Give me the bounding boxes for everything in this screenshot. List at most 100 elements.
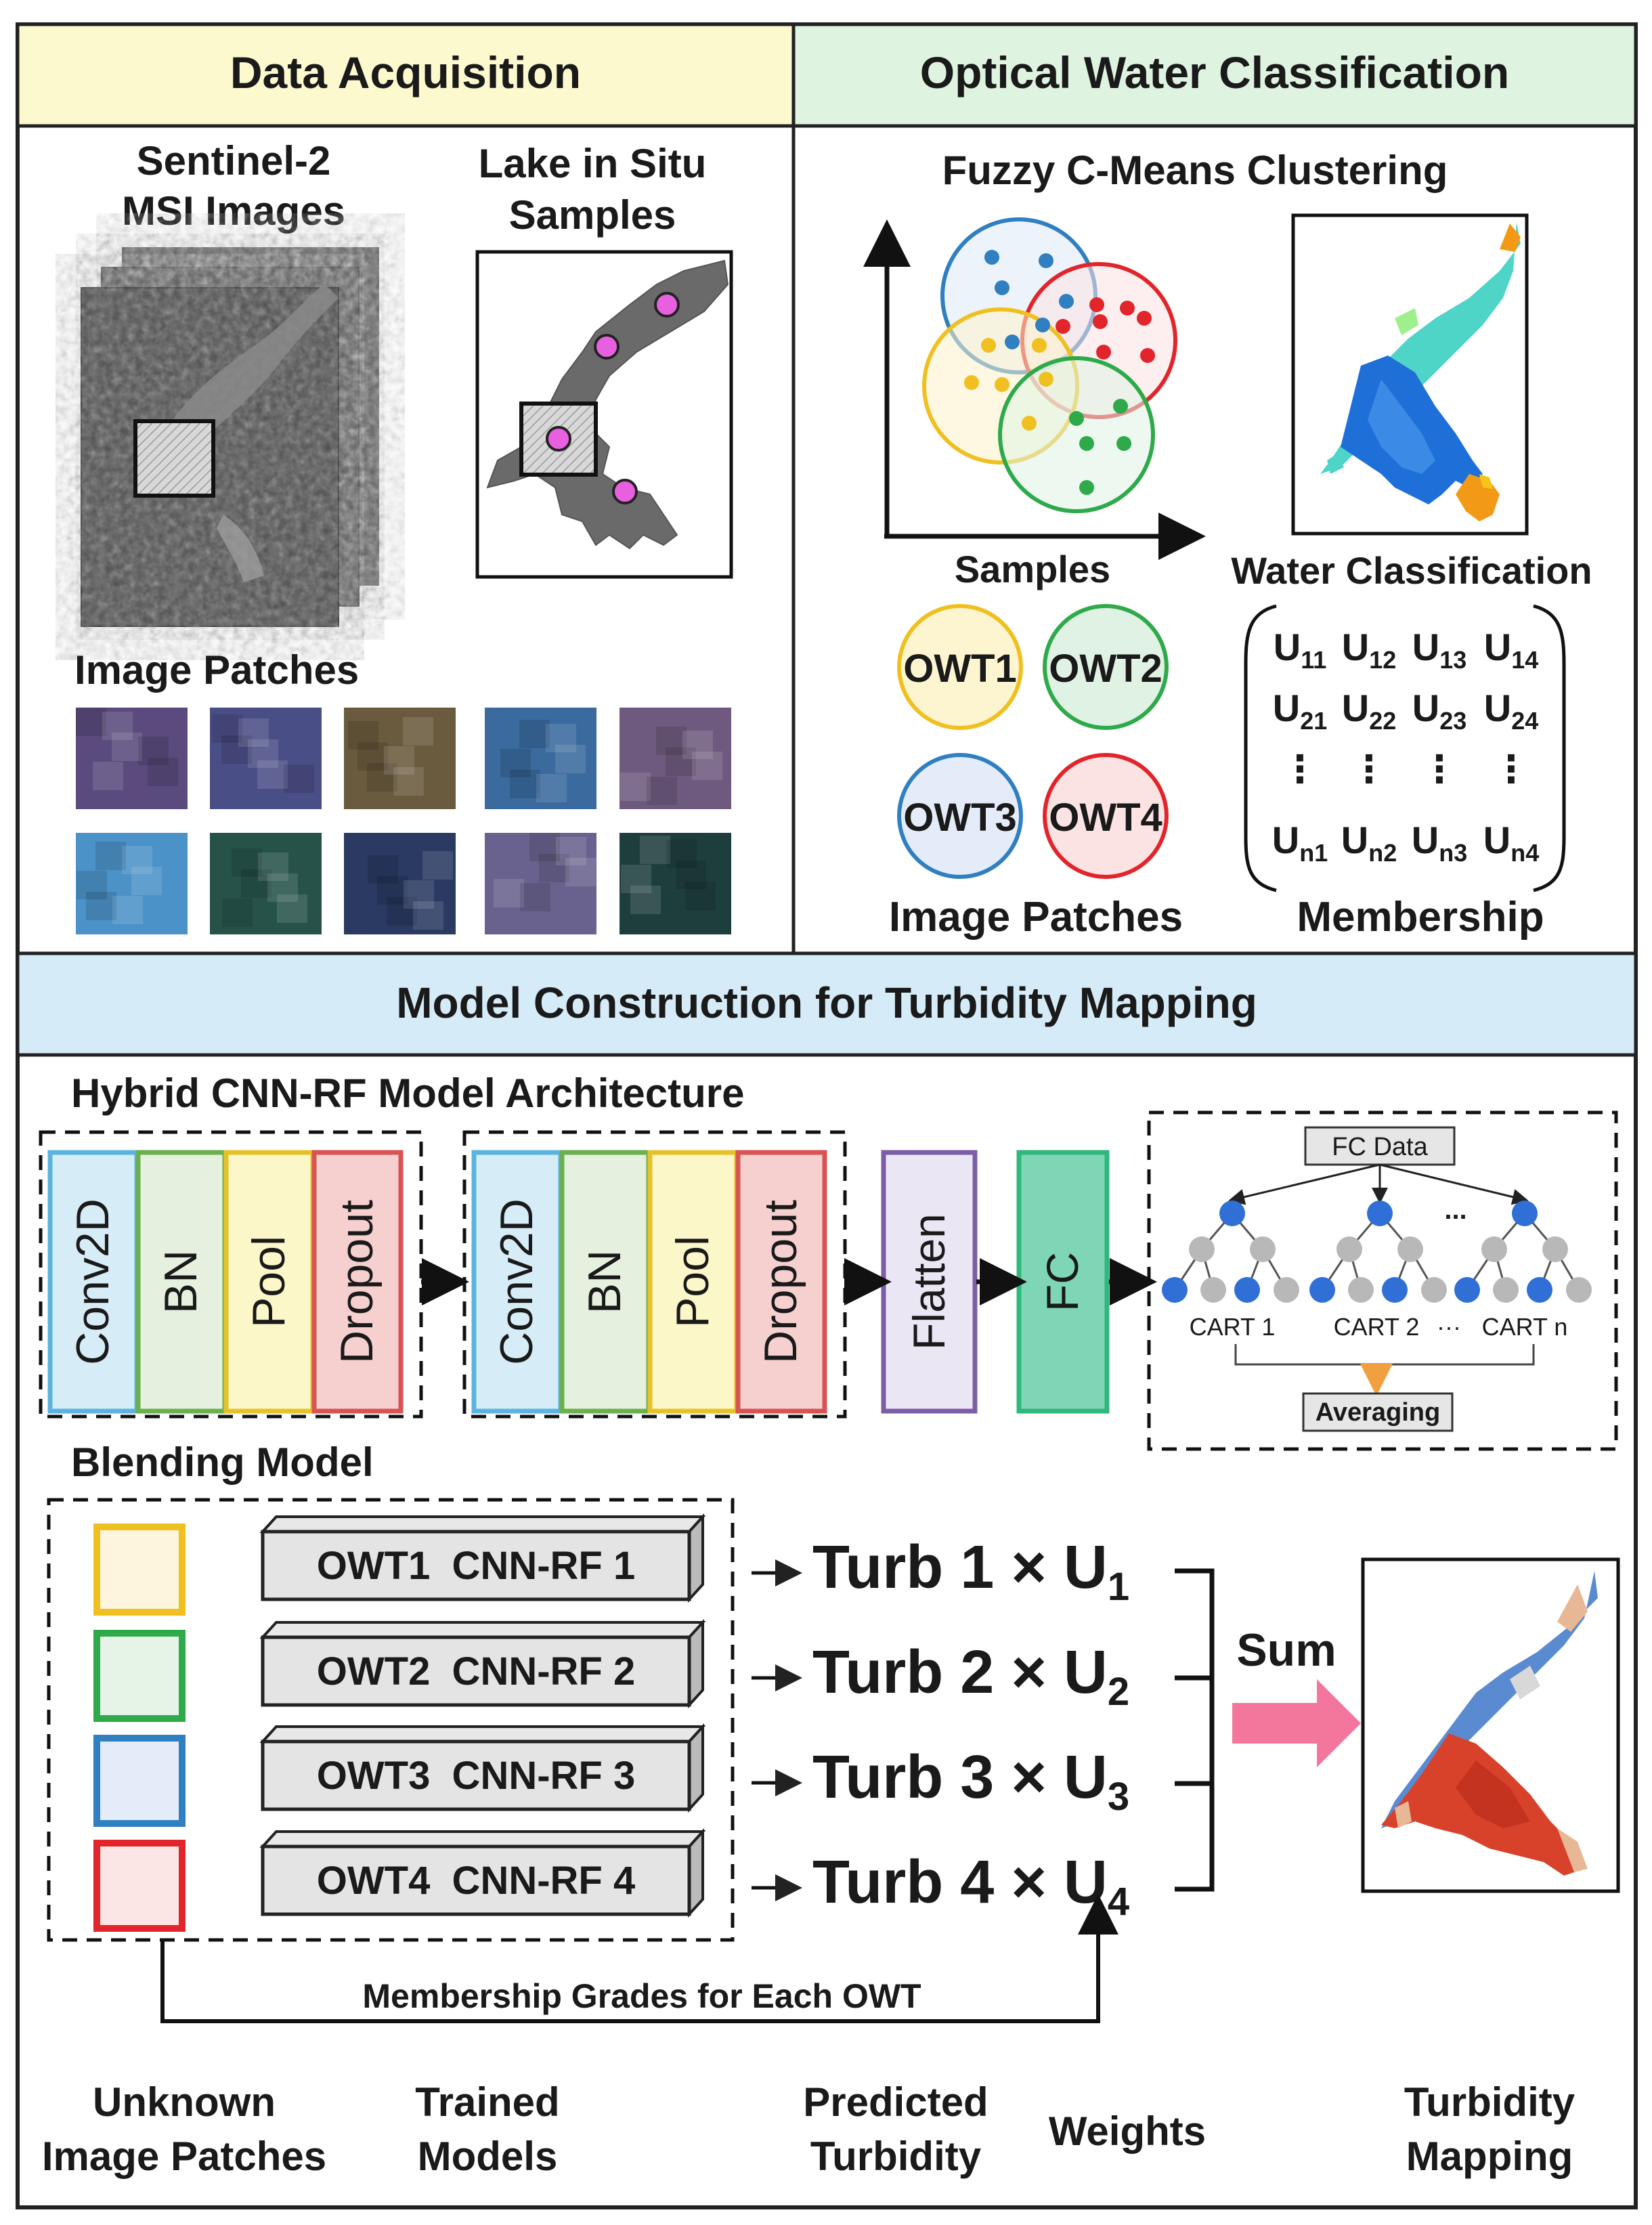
sample-point [1140,348,1155,363]
tree-node [1493,1277,1519,1303]
trained-model-label: OWT1 CNN-RF 1 [317,1544,635,1588]
patch-pixel-block [620,773,651,801]
matrix-cell: ⋮ [1420,748,1458,790]
predicted-turbidity-line1: Predicted [803,2079,988,2125]
owt4-label: OWT4 [1049,796,1162,840]
averaging-bracket [1234,1344,1535,1366]
patch-pixel-block [565,858,596,886]
membership-grades-label: Membership Grades for Each OWT [362,1977,921,2015]
trained-model-box [261,1844,691,1916]
matrix-cell: ⋮ [1350,748,1388,790]
tree-node [1274,1277,1299,1303]
membership-label: Membership [1297,894,1544,941]
trained-model-box [261,1740,691,1811]
tree-node [1309,1277,1335,1303]
cnn-layer-label: BN [155,1250,206,1314]
model-header: Model Construction for Turbidity Mapping [396,978,1257,1027]
patch-pixel-block [692,752,722,780]
cnn-layer-label: Pool [243,1236,295,1328]
patch-pixel-block [656,727,687,755]
matrix-cell: Un3 [1412,819,1467,867]
patch-pixel-block [556,837,586,865]
sample-point [1093,314,1108,329]
sample-point [1039,253,1053,268]
sample-point [1035,318,1050,332]
cnn-layer-label: Conv2D [491,1198,542,1365]
image-patch [210,833,322,934]
cnn-block-dashed-box [39,1130,423,1419]
patch-pixel-block [682,731,713,759]
patch-pixel-block [536,774,567,802]
patch-pixel-block [387,897,417,926]
cart-label-n: CART n [1482,1313,1568,1341]
matrix-right-bracket [1533,604,1566,892]
sample-point [984,250,999,265]
cart-label-2: CART 2 [1334,1313,1420,1341]
trained-model-box [261,1635,691,1707]
patch-pixel-block [76,708,106,736]
patch-pixel-block [529,833,560,861]
patch-pixel-block [621,865,651,893]
unknown-patches-line2: Image Patches [42,2134,326,2179]
patch-pixel-block [102,712,133,740]
sample-point [1079,436,1094,451]
cart-trees [1162,1163,1592,1303]
weights-label: Weights [1049,2109,1206,2154]
patch-pixel-block [348,721,378,750]
data-acquisition-header-bg [16,22,796,128]
turbidity-map [1381,1571,1598,1876]
patch-pixel-block [403,717,433,746]
matrix-cell: Un2 [1341,819,1397,867]
model-box-top [259,1621,706,1639]
water-classification-map [1320,222,1521,521]
patch-pixel-block [357,742,388,771]
tree-node [1219,1201,1245,1226]
patch-pixel-block [393,767,424,796]
patch-pixel-block [539,854,569,882]
patch-pixel-block [422,851,453,880]
membership-grades-connector [160,1894,1118,2023]
patch-pixel-block [666,748,696,776]
model-box-side [688,1618,704,1709]
fc-data-label: FC Data [1332,1133,1428,1161]
trained-models-line1: Trained [415,2079,559,2125]
matrix-cell: U11 [1274,626,1327,674]
sample-point [995,377,1009,392]
patch-pixel-block [519,720,550,748]
image-patch [620,833,731,934]
image-patch [620,708,731,809]
model-box-top [259,1725,706,1743]
unknown-patch-owt3 [93,1735,186,1827]
patch-pixel-block [494,879,524,907]
patch-pixel-block [112,896,143,924]
patch-pixel-block [666,840,697,868]
averaging-label: Averaging [1316,1398,1440,1427]
samples-label: Samples [955,548,1110,590]
cnn-layer-label: Dropout [331,1200,383,1364]
patch-pixel-block [212,714,242,743]
turbidity-mapping-line1: Turbidity [1404,2079,1575,2125]
patch-pixel-block [257,760,288,789]
sample-point [612,479,638,504]
sample-point [1039,372,1053,387]
patch-pixel-block [546,724,576,752]
rf-branch-arrow [1379,1163,1529,1205]
tree-node [1367,1201,1393,1226]
sample-point [995,280,1009,295]
sum-bracket [1175,1568,1215,1892]
sum-arrow [1232,1679,1361,1767]
tree-node [1512,1201,1538,1226]
owt-circle-group: OWT1 OWT2 OWT3 OWT4 [897,604,1169,879]
image-patch [210,708,322,809]
sample-point [1005,334,1020,349]
patch-pixel-block [138,737,169,765]
patch-pixel-block [277,894,307,923]
blending-dashed-box [47,1498,735,1942]
rf-ellipsis: ... [1444,1195,1466,1225]
matrix-cell: U14 [1484,626,1539,674]
tree-node [1234,1277,1260,1303]
patch-pixel-block [93,762,123,790]
lake-sample-map [475,250,733,579]
sample-point [1096,345,1111,360]
unknown-patches-line1: Unknown [93,2079,276,2125]
